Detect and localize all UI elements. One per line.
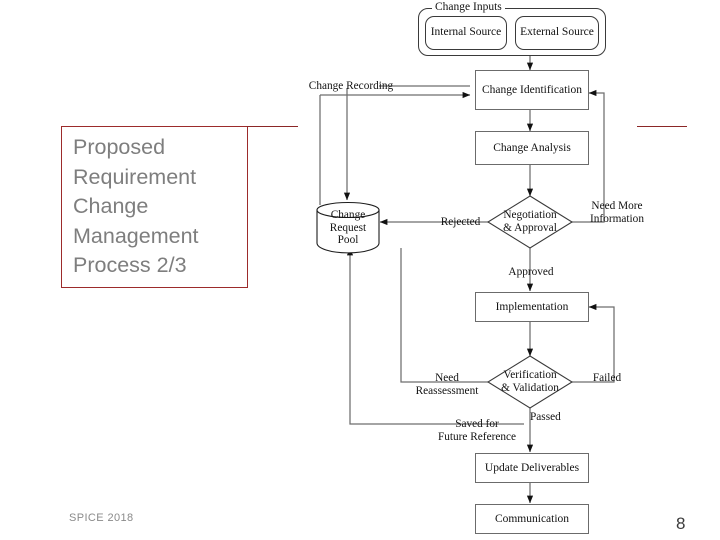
change-inputs-group bbox=[418, 8, 606, 56]
node-internal-source[interactable]: Internal Source bbox=[425, 16, 507, 50]
edge-label-saved-future-reference: Saved for Future Reference bbox=[437, 418, 517, 443]
node-change-identification[interactable]: Change Identification bbox=[475, 70, 589, 110]
footer-label: SPICE 2018 bbox=[69, 512, 134, 524]
node-implementation-label: Implementation bbox=[495, 300, 569, 313]
page-title: Proposed Requirement Change Management P… bbox=[73, 135, 199, 277]
edge-label-need-reassessment: Need Reassessment bbox=[415, 372, 479, 397]
title-rule-left bbox=[247, 126, 298, 127]
edge-label-failed: Failed bbox=[592, 372, 622, 384]
node-communication[interactable]: Communication bbox=[475, 504, 589, 534]
node-external-source[interactable]: External Source bbox=[515, 16, 599, 50]
edge-label-change-recording: Change Recording bbox=[308, 80, 394, 92]
edge-need-more-information bbox=[570, 89, 605, 223]
node-change-analysis[interactable]: Change Analysis bbox=[475, 131, 589, 165]
node-internal-source-label: Internal Source bbox=[430, 26, 502, 39]
change-request-pool-shape bbox=[316, 201, 380, 254]
node-update-deliverables-label: Update Deliverables bbox=[484, 461, 580, 474]
verification-validation-shape bbox=[486, 355, 574, 409]
node-external-source-label: External Source bbox=[520, 26, 594, 39]
node-change-identification-label: Change Identification bbox=[482, 83, 582, 96]
edge-label-passed: Passed bbox=[530, 411, 561, 423]
node-update-deliverables[interactable]: Update Deliverables bbox=[475, 453, 589, 483]
edge-label-need-more-information: Need More Information bbox=[590, 200, 644, 225]
title-rule-right bbox=[637, 126, 687, 127]
title-box bbox=[61, 126, 248, 288]
edge-label-rejected: Rejected bbox=[440, 216, 481, 228]
page-number: 8 bbox=[676, 514, 686, 533]
change-inputs-group-label: Change Inputs bbox=[432, 1, 505, 13]
node-implementation[interactable]: Implementation bbox=[475, 292, 589, 322]
negotiation-approval-shape bbox=[486, 195, 574, 249]
node-communication-label: Communication bbox=[494, 512, 570, 525]
edge-failed-to-implementation bbox=[572, 303, 615, 383]
edge-saved-future-reference-to-pool bbox=[346, 247, 524, 425]
edge-need-reassessment-to-pool bbox=[400, 248, 488, 383]
edge-label-approved: Approved bbox=[508, 266, 554, 278]
node-change-analysis-label: Change Analysis bbox=[493, 141, 571, 154]
